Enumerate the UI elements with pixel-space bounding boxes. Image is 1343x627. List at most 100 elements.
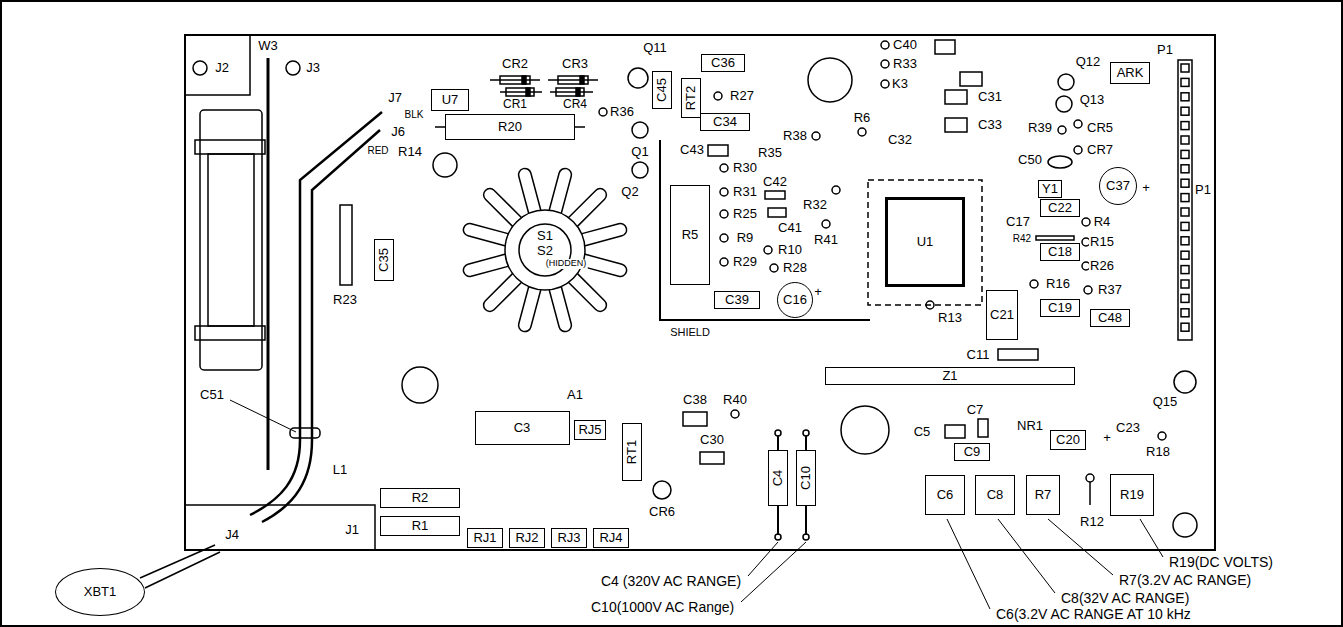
connector-pin [1181, 237, 1189, 245]
part-label: P1 [1194, 183, 1212, 197]
switch-spoke-fill [525, 289, 535, 326]
capacitor [683, 412, 707, 426]
component-box: C20 [1050, 430, 1086, 450]
callout-label: C8(32V AC RANGE) [1060, 591, 1190, 606]
component-text-group: R19 [1120, 488, 1144, 502]
cable [250, 112, 382, 515]
component-box: C39 [714, 291, 760, 309]
diode [653, 481, 671, 499]
switch-spoke-fill [573, 195, 600, 222]
part-label: P1 [1156, 43, 1174, 57]
part-label: C32 [887, 133, 913, 147]
part-label: Q1 [630, 145, 649, 159]
transformer-flange [195, 140, 265, 154]
part-label: R18 [1145, 445, 1171, 459]
connector-pin [1181, 136, 1189, 144]
part-label: Q12 [1075, 55, 1102, 69]
component-label: ARK [1117, 66, 1144, 80]
switch-spoke [470, 230, 507, 240]
connector-pin [1181, 266, 1189, 274]
transistor [628, 68, 648, 88]
capacitor [998, 349, 1038, 360]
component-box: C35 [374, 239, 394, 281]
part-label: CR3 [561, 57, 589, 71]
part-label: SHIELD [669, 326, 711, 338]
component-label: C36 [711, 56, 735, 70]
component-text-group: R5 [682, 228, 699, 242]
leader-line [998, 519, 1055, 593]
lead-pad [1158, 432, 1166, 440]
component-box: C48 [1090, 309, 1130, 327]
lead-pad [1082, 218, 1090, 226]
callout-label: R7(3.2V AC RANGE) [1118, 573, 1252, 588]
part-label: R32 [802, 198, 828, 212]
part-label: Q13 [1079, 93, 1106, 107]
component-text-group: U1 [917, 235, 934, 249]
component-box: C6 [925, 475, 965, 515]
mount-hole [1173, 513, 1197, 537]
part-label: R42 [1012, 233, 1032, 244]
component-box: R7 [1026, 475, 1060, 515]
component-text-group: C19 [1048, 301, 1072, 315]
switch-spoke-fill [490, 278, 517, 305]
relay [960, 72, 982, 86]
component-label: C8 [987, 488, 1004, 502]
switch-spoke-fill [573, 278, 600, 305]
part-label: CR6 [648, 505, 676, 519]
transistor [1056, 96, 1072, 112]
lead-pad [1084, 286, 1092, 294]
switch-spoke [525, 289, 535, 326]
component-label: C6 [937, 488, 954, 502]
switch-spoke-fill [490, 195, 517, 222]
component-label: C37 [1106, 179, 1130, 193]
wire [267, 58, 270, 470]
part-label: R37 [1097, 283, 1123, 297]
transformer-flange [195, 326, 265, 340]
part-label: R10 [777, 243, 803, 257]
component-label: C45 [655, 78, 669, 102]
component-box: C45 [652, 71, 672, 109]
part-label: CR5 [1086, 121, 1114, 135]
component-label: Y1 [1042, 182, 1058, 196]
part-label: + [813, 285, 823, 299]
switch-spoke [573, 195, 600, 222]
component-box: Y1 [1038, 180, 1062, 198]
transformer-core [208, 154, 254, 326]
part-label: R15 [1089, 235, 1115, 249]
lead-pad [720, 188, 728, 196]
component-text-group: R7 [1035, 488, 1052, 502]
component-text-group: C34 [713, 115, 737, 129]
capacitor [945, 118, 967, 132]
diode [556, 88, 584, 96]
part-label: L1 [332, 463, 348, 477]
connector-pin [1181, 323, 1189, 331]
part-label: R14 [397, 145, 423, 159]
leader-line [748, 542, 778, 576]
component-text-group: U7 [442, 93, 459, 107]
part-label: R29 [732, 255, 758, 269]
part-label: C30 [699, 433, 725, 447]
capacitor [708, 145, 728, 156]
diode-band [522, 76, 526, 84]
part-label: K3 [891, 77, 909, 91]
switch-hub [505, 210, 585, 290]
component-box: ARK [1110, 62, 1150, 84]
component-text-group: Y1 [1042, 182, 1058, 196]
pin [803, 430, 809, 436]
part-label: W3 [257, 39, 279, 53]
component-box: RJ5 [574, 420, 605, 440]
jack [193, 61, 207, 75]
component-box: C8 [975, 475, 1015, 515]
part-label: R4 [1093, 215, 1112, 229]
part-label: Q11 [642, 41, 668, 55]
part-label: R27 [729, 89, 755, 103]
component-box: U1 [885, 197, 965, 287]
component-box: C34 [700, 113, 750, 131]
capacitor [765, 191, 785, 199]
pin [803, 534, 809, 540]
callout-label: C10(1000V AC Range) [590, 600, 735, 615]
part-label: R26 [1089, 259, 1115, 273]
diode-band [526, 88, 530, 96]
component-text-group: C45 [655, 78, 669, 102]
leader-line [1140, 519, 1163, 557]
